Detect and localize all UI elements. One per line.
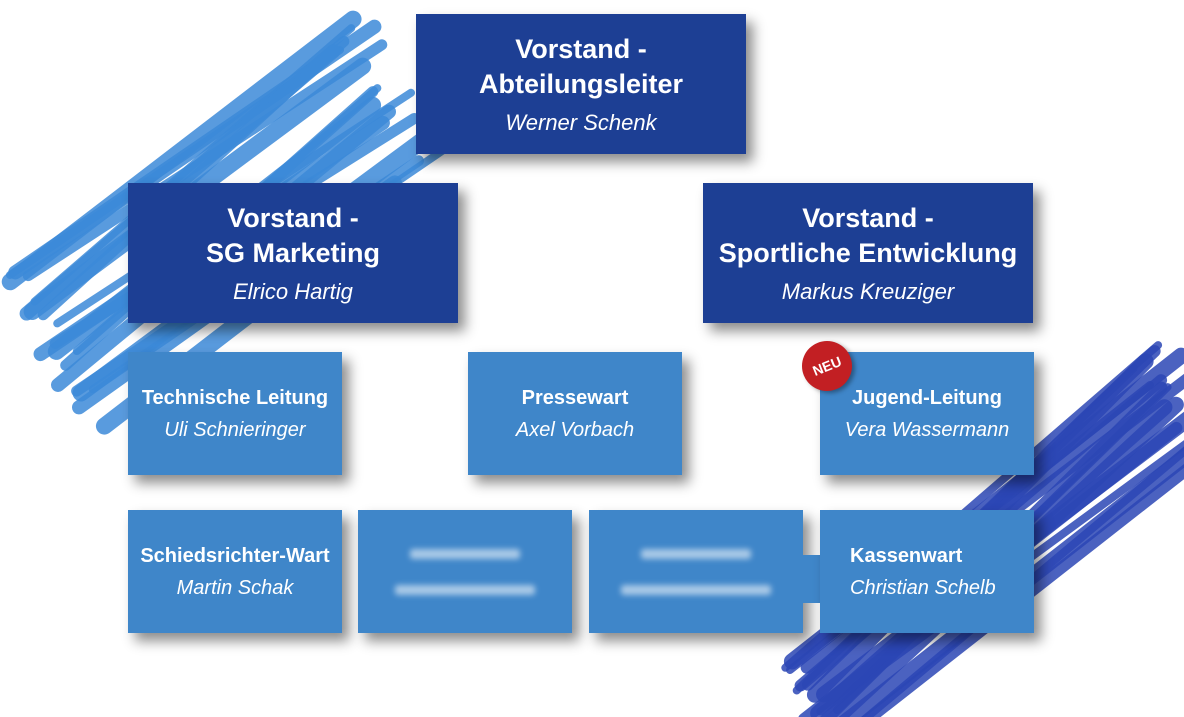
vacant-box-1 bbox=[358, 510, 572, 633]
marketing-title-line1: Vorstand - bbox=[227, 203, 359, 233]
sport-title-line1: Vorstand - bbox=[802, 203, 934, 233]
treasurer-box: Kassenwart Christian Schelb bbox=[820, 510, 1034, 633]
vacant-box-2 bbox=[589, 510, 803, 633]
treasurer-title: Kassenwart bbox=[850, 545, 963, 567]
press-box: Pressewart Axel Vorbach bbox=[468, 352, 682, 475]
marketing-box: Vorstand - SG Marketing Elrico Hartig bbox=[128, 183, 458, 323]
youth-title: Jugend-Leitung bbox=[852, 387, 1002, 409]
marketing-title-line2: SG Marketing bbox=[205, 238, 381, 268]
technical-box: Technische Leitung Uli Schnieringer bbox=[128, 352, 342, 475]
sport-name: Markus Kreuziger bbox=[781, 279, 955, 304]
blurred-text-1 bbox=[395, 543, 535, 601]
technical-name: Uli Schnieringer bbox=[164, 419, 306, 441]
referee-box: Schiedsrichter-Wart Martin Schak bbox=[128, 510, 342, 633]
referee-name: Martin Schak bbox=[176, 577, 294, 599]
chair-box: Vorstand - Abteilungsleiter Werner Schen… bbox=[416, 14, 746, 154]
sport-title-line2: Sportliche Entwicklung bbox=[718, 238, 1018, 268]
sport-box: Vorstand - Sportliche Entwicklung Markus… bbox=[703, 183, 1033, 323]
technical-title: Technische Leitung bbox=[141, 387, 329, 409]
blurred-text-2 bbox=[621, 543, 771, 601]
press-name: Axel Vorbach bbox=[515, 419, 635, 441]
treasurer-name: Christian Schelb bbox=[850, 577, 996, 599]
referee-title: Schiedsrichter-Wart bbox=[140, 545, 330, 567]
chair-title-line2: Abteilungsleiter bbox=[478, 69, 684, 99]
youth-name: Vera Wassermann bbox=[844, 419, 1010, 441]
chair-name: Werner Schenk bbox=[505, 110, 657, 135]
chair-title-line1: Vorstand - bbox=[515, 34, 647, 64]
marketing-name: Elrico Hartig bbox=[233, 279, 353, 304]
youth-box: Jugend-Leitung Vera Wassermann bbox=[820, 352, 1034, 475]
new-badge-label: NEU bbox=[810, 353, 844, 379]
press-title: Pressewart bbox=[521, 387, 629, 409]
